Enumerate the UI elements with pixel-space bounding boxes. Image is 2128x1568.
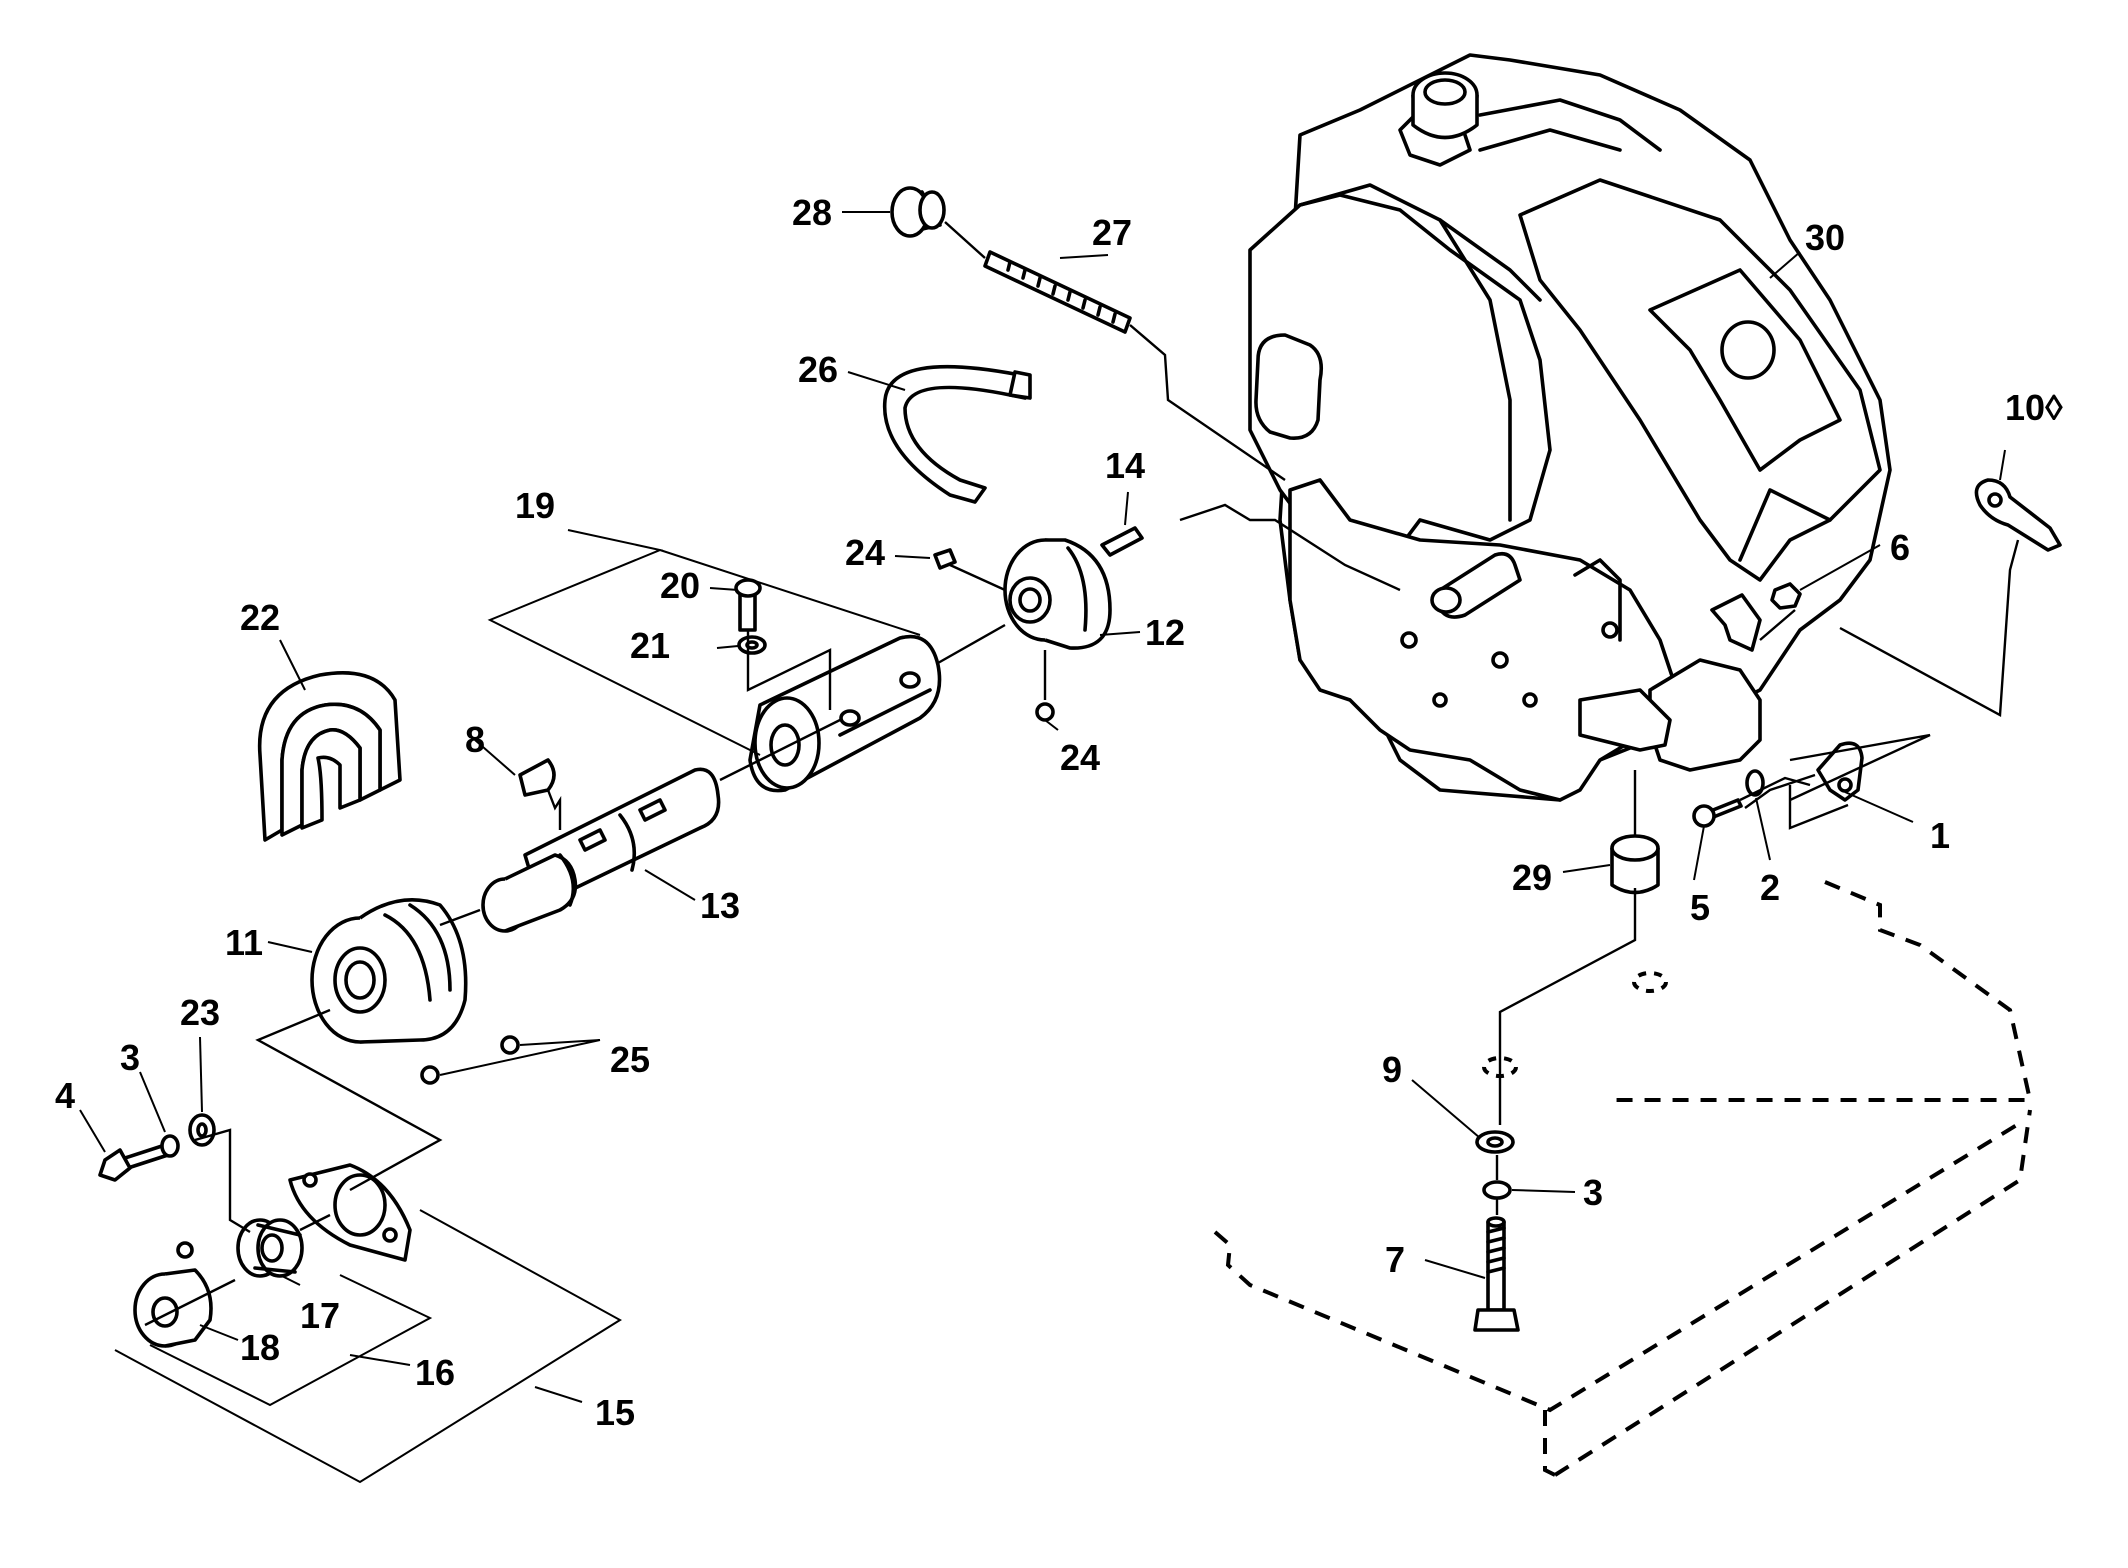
belt-26: [882, 364, 1027, 504]
callout-13: 13: [700, 885, 740, 926]
flange-bearing-housing: [288, 1163, 412, 1262]
screw-5: [1692, 798, 1743, 828]
callout-24-bottom: 24: [1060, 737, 1100, 778]
air-cleaner-knob-icon: [1254, 333, 1324, 440]
nut-6: [1770, 582, 1802, 610]
tank-cap-icon: [1720, 320, 1776, 380]
callout-3-left: 3: [120, 1037, 140, 1078]
callout-23: 23: [180, 992, 220, 1033]
callout-16: 16: [415, 1352, 455, 1393]
setscrew-25b: [420, 1065, 440, 1085]
callout-24-top: 24: [845, 532, 885, 573]
washer-2: [1745, 769, 1765, 797]
callout-1: 1: [1930, 815, 1950, 856]
bolt-4: [98, 1143, 170, 1182]
callout-14: 14: [1105, 445, 1145, 486]
callout-7: 7: [1385, 1239, 1405, 1280]
callout-2: 2: [1760, 867, 1780, 908]
key-8: [518, 758, 556, 797]
callout-26: 26: [798, 349, 838, 390]
callout-25: 25: [610, 1039, 650, 1080]
stud-27: [983, 250, 1132, 334]
pulley-12: [1003, 538, 1112, 650]
setscrew-18: [176, 1241, 194, 1259]
collar-18: [133, 1268, 213, 1348]
cable-clip-10: [1974, 478, 2062, 552]
spacer-29: [1610, 834, 1660, 895]
callout-19: 19: [515, 485, 555, 526]
lockwasher-3-left: [160, 1134, 180, 1158]
bolt-7: [1473, 1216, 1520, 1332]
belts-22: [257, 671, 402, 842]
leader-lines: [79, 211, 2020, 1484]
shaft-13: [481, 767, 721, 933]
callout-22: 22: [240, 597, 280, 638]
callout-3-right: 3: [1583, 1172, 1603, 1213]
callout-28: 28: [792, 192, 832, 233]
mounting-plate-outline: [1213, 880, 2033, 1477]
callout-29: 29: [1512, 857, 1552, 898]
callout-10: 10◊: [2005, 387, 2063, 428]
callout-9: 9: [1382, 1049, 1402, 1090]
callout-4: 4: [55, 1075, 75, 1116]
key-14: [1100, 526, 1144, 557]
callout-21: 21: [630, 625, 670, 666]
callout-5: 5: [1690, 887, 1710, 928]
setscrew-24: [933, 548, 957, 570]
bearing-17: [236, 1218, 304, 1278]
engine: [1248, 53, 1892, 802]
callout-labels: 1 2 3 3 4 5 6 7 8 9 10◊ 11 12 13 14 15 1…: [55, 192, 2063, 1433]
callout-11: 11: [225, 922, 263, 963]
callout-17: 17: [300, 1295, 340, 1336]
callout-8: 8: [465, 719, 485, 760]
pulley-11: [310, 898, 468, 1044]
lockwasher-3: [1482, 1180, 1512, 1200]
callout-20: 20: [660, 565, 700, 606]
callout-18: 18: [240, 1327, 280, 1368]
callout-30: 30: [1805, 217, 1845, 258]
cap-28: [890, 186, 946, 238]
coupler-19: [748, 634, 942, 793]
callout-12: 12: [1145, 612, 1185, 653]
setscrew-25a: [500, 1035, 520, 1055]
callout-27: 27: [1092, 212, 1132, 253]
bolt-20: [734, 578, 762, 632]
setscrew-24b: [1035, 702, 1055, 722]
callout-6: 6: [1890, 527, 1910, 568]
callout-15: 15: [595, 1392, 635, 1433]
